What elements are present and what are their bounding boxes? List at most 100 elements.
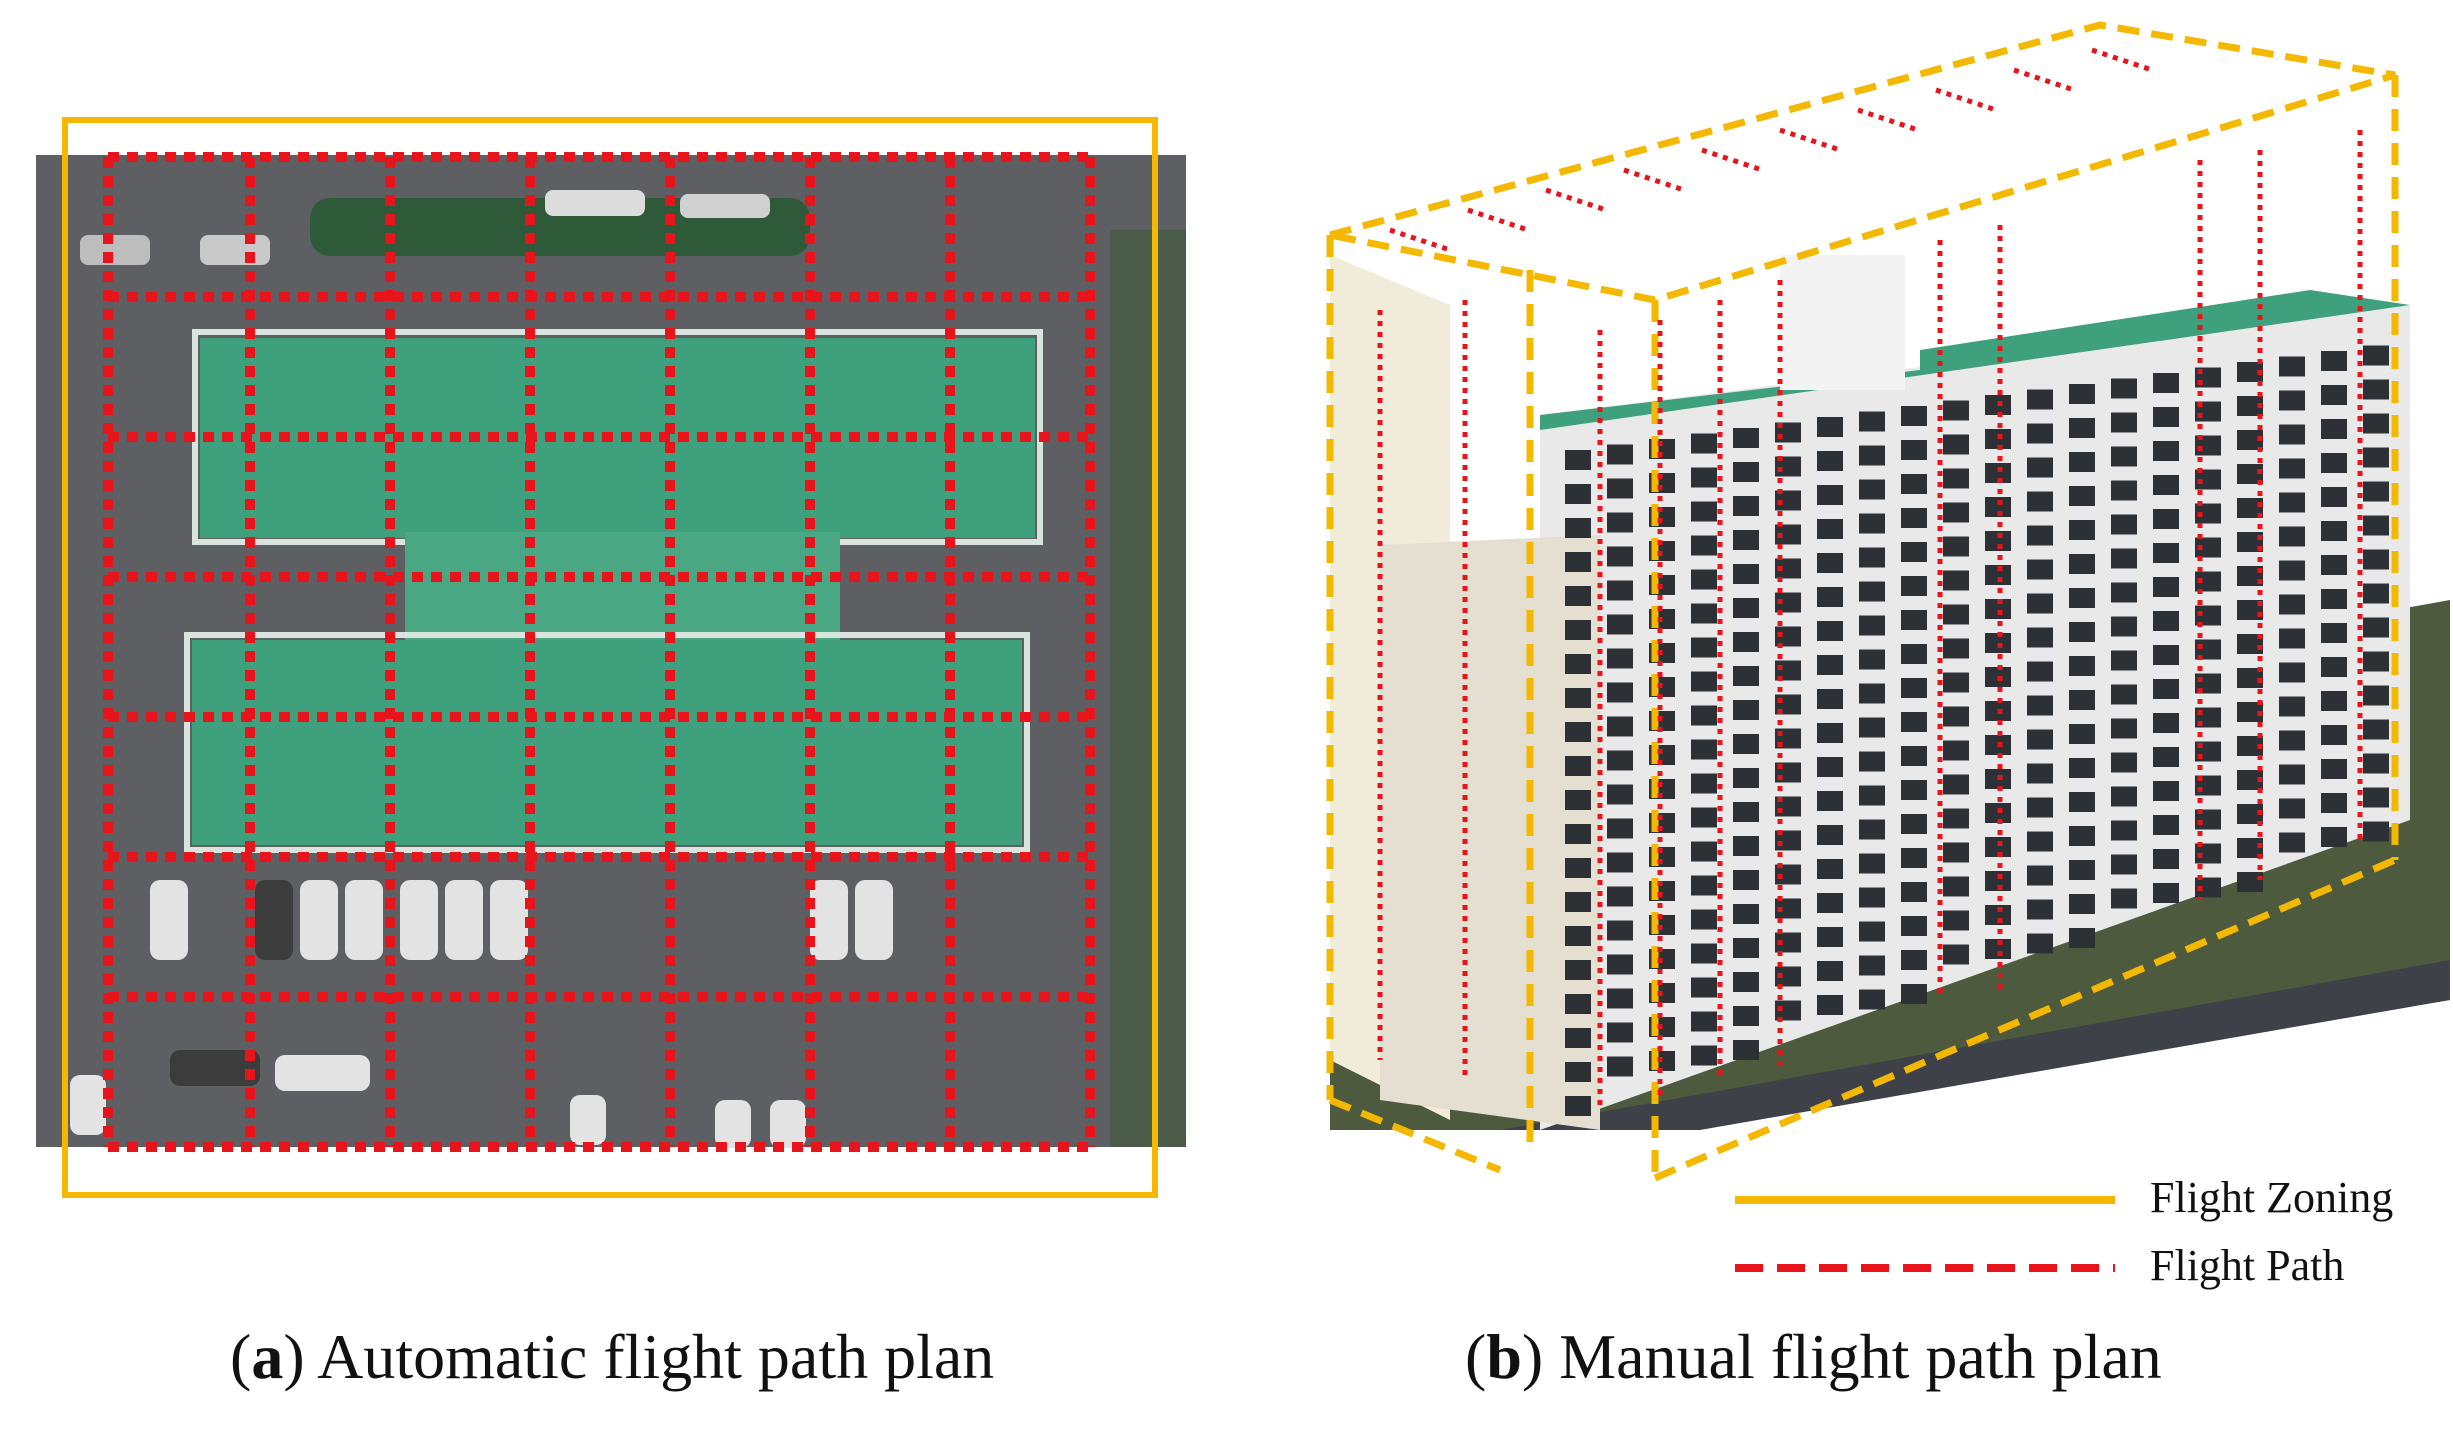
window	[1943, 502, 1969, 523]
window	[1817, 553, 1843, 573]
window	[2321, 453, 2347, 473]
window	[2195, 571, 2221, 592]
window	[1859, 615, 1885, 636]
window	[1565, 450, 1591, 470]
window	[2321, 555, 2347, 575]
window	[2237, 566, 2263, 586]
window	[2237, 464, 2263, 484]
window	[2195, 537, 2221, 558]
window	[2069, 724, 2095, 744]
caption-a-letter: a	[251, 1321, 284, 1392]
window	[1691, 773, 1717, 794]
window	[2321, 351, 2347, 371]
window	[1817, 791, 1843, 811]
window	[1817, 417, 1843, 437]
window	[1859, 853, 1885, 874]
window	[1733, 496, 1759, 516]
window	[1775, 626, 1801, 647]
window	[1607, 988, 1633, 1009]
window	[2153, 577, 2179, 597]
window	[2321, 657, 2347, 677]
window	[1733, 1006, 1759, 1026]
car	[200, 235, 270, 265]
window	[1943, 570, 1969, 591]
flight-path-top	[1857, 107, 1919, 133]
window	[2363, 821, 2389, 842]
window	[1775, 592, 1801, 613]
window	[1943, 434, 1969, 455]
window	[2027, 491, 2053, 512]
window	[1943, 400, 1969, 421]
window	[1775, 558, 1801, 579]
window	[1943, 536, 1969, 557]
window	[1691, 637, 1717, 658]
window	[2027, 933, 2053, 954]
window	[1859, 411, 1885, 432]
window	[1733, 1040, 1759, 1060]
window	[1943, 808, 1969, 829]
window	[2279, 662, 2305, 683]
window	[2153, 441, 2179, 461]
car	[545, 190, 645, 216]
window	[1859, 683, 1885, 704]
window	[2363, 685, 2389, 706]
window	[2153, 815, 2179, 835]
window	[2279, 390, 2305, 411]
window	[2069, 384, 2095, 404]
window	[2363, 549, 2389, 570]
window	[1733, 598, 1759, 618]
window	[1817, 825, 1843, 845]
roof-annex	[1780, 255, 1905, 390]
window	[2069, 418, 2095, 438]
window	[2279, 594, 2305, 615]
building-roof	[405, 532, 840, 642]
window	[2069, 860, 2095, 880]
window	[2279, 730, 2305, 751]
window	[1817, 927, 1843, 947]
car	[80, 235, 150, 265]
window	[1901, 576, 1927, 596]
window	[1733, 836, 1759, 856]
window	[2111, 616, 2137, 637]
car	[680, 194, 770, 218]
window	[1691, 841, 1717, 862]
window	[1901, 882, 1927, 902]
window	[2069, 520, 2095, 540]
window	[2363, 345, 2389, 366]
window	[1943, 944, 1969, 965]
window	[1943, 706, 1969, 727]
window	[2069, 452, 2095, 472]
window	[2111, 888, 2137, 909]
window	[2321, 793, 2347, 813]
window	[1817, 655, 1843, 675]
window	[1817, 621, 1843, 641]
window	[2237, 634, 2263, 654]
window	[2027, 763, 2053, 784]
window	[1607, 1056, 1633, 1077]
window	[2069, 588, 2095, 608]
window	[1607, 716, 1633, 737]
building-roof-edge	[184, 632, 1030, 853]
window	[1733, 802, 1759, 822]
window	[1943, 876, 1969, 897]
window	[2195, 843, 2221, 864]
window	[1733, 462, 1759, 482]
window	[1859, 547, 1885, 568]
window	[1565, 824, 1591, 844]
window	[2153, 645, 2179, 665]
window	[2279, 832, 2305, 853]
window	[1607, 1022, 1633, 1043]
window	[1775, 898, 1801, 919]
side-vegetation	[1110, 230, 1186, 1147]
window	[2237, 430, 2263, 450]
window	[2363, 481, 2389, 502]
window	[1901, 440, 1927, 460]
window	[1733, 938, 1759, 958]
window	[1565, 1062, 1591, 1082]
window	[1985, 599, 2011, 619]
flight-path-top	[1779, 127, 1841, 153]
window	[1901, 984, 1927, 1004]
window	[2111, 820, 2137, 841]
window	[1901, 712, 1927, 732]
window	[1817, 859, 1843, 879]
